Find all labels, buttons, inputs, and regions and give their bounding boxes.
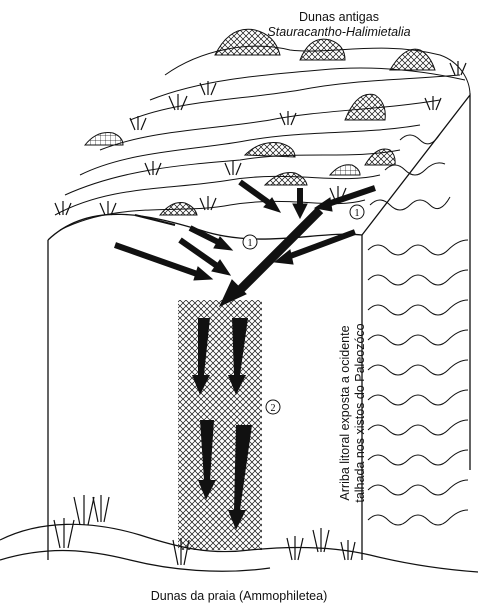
marker-1-right: 1	[350, 205, 364, 219]
schist-wave-pattern	[368, 134, 468, 525]
marker-2: 2	[266, 400, 280, 414]
marker-2-text: 2	[271, 403, 276, 414]
cliff-label-line1: Arriba litoral exposta a ocidente	[338, 288, 353, 538]
marker-1-right-text: 1	[355, 208, 360, 219]
old-dunes-title: Dunas antigas	[0, 10, 478, 24]
marker-1-left-text: 1	[248, 238, 253, 249]
marker-1-left: 1	[243, 235, 257, 249]
old-dunes-association: Stauracantho-Halimietalia	[0, 25, 478, 39]
cliff-label-line2: talhada nos xistos do Paleozóco	[353, 288, 368, 538]
beach-dunes-label: Dunas da praia (Ammophiletea)	[0, 589, 478, 603]
cliff-label: Arriba litoral exposta a ocidente talhad…	[338, 288, 378, 538]
